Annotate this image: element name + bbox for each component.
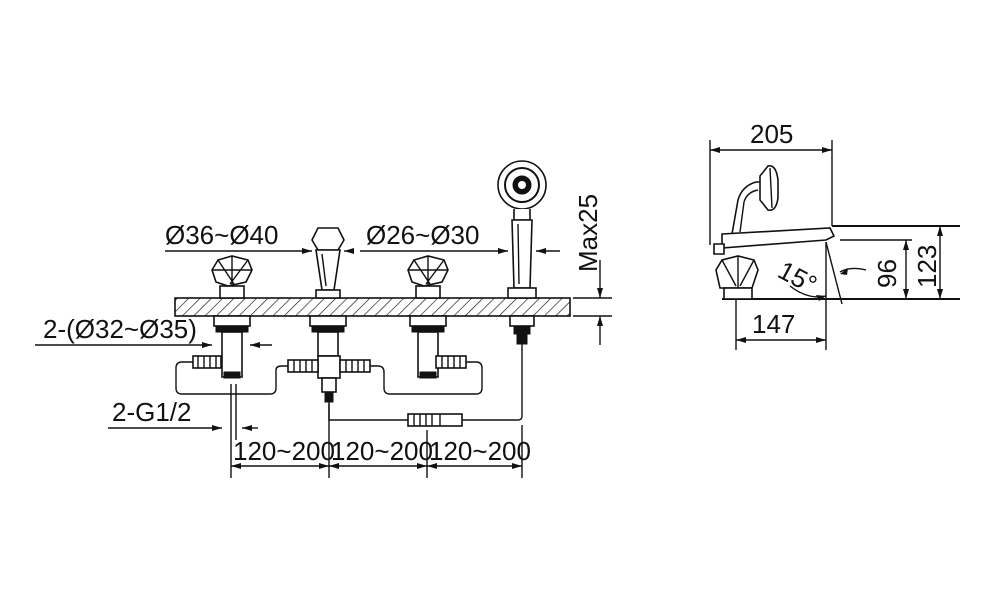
label-side-width: 205 <box>750 119 793 149</box>
label-side-depth: 147 <box>752 309 795 339</box>
deck-hatch <box>174 297 571 317</box>
label-hole-diameter: 2-(Ø32~Ø35) <box>43 314 197 344</box>
side-handle <box>715 255 759 300</box>
label-shower-diameter: Ø26~Ø30 <box>366 220 479 250</box>
label-side-height-123: 123 <box>912 245 942 288</box>
right-handle-assembly <box>407 255 467 379</box>
dim-max-deck: Max25 <box>573 194 612 345</box>
hoses <box>175 344 523 427</box>
dim-spout-diameter: Ø36~Ø40 <box>165 220 354 254</box>
label-spacing-3: 120~200 <box>429 436 531 466</box>
spout-assembly <box>287 227 371 403</box>
label-thread: 2-G1/2 <box>112 397 192 427</box>
left-handle-assembly <box>192 255 253 379</box>
dim-side-depth: 147 <box>735 300 826 350</box>
front-view: Ø36~Ø40 Ø26~Ø30 Max25 2-(Ø32~Ø35) <box>35 160 612 478</box>
dim-thread: 2-G1/2 <box>108 397 258 431</box>
label-spout-diameter: Ø36~Ø40 <box>165 220 278 250</box>
dim-side-height-123: 123 <box>912 226 943 299</box>
dim-side-height-96: 96 <box>840 239 912 299</box>
dim-shower-diameter: Ø26~Ø30 <box>360 220 560 254</box>
dim-side-width: 205 <box>709 119 833 245</box>
side-spout <box>713 164 836 255</box>
label-side-angle: 15° <box>773 255 822 300</box>
label-side-height-96: 96 <box>872 259 902 288</box>
label-spacing-1: 120~200 <box>233 436 335 466</box>
side-view: 205 96 123 15° <box>709 119 960 350</box>
label-spacing-2: 120~200 <box>331 436 433 466</box>
hand-shower-assembly <box>497 160 547 345</box>
label-max-deck: Max25 <box>573 194 603 272</box>
dim-spacings: 120~200 120~200 120~200 <box>231 436 531 469</box>
dim-hole-diameter: 2-(Ø32~Ø35) <box>35 314 272 348</box>
